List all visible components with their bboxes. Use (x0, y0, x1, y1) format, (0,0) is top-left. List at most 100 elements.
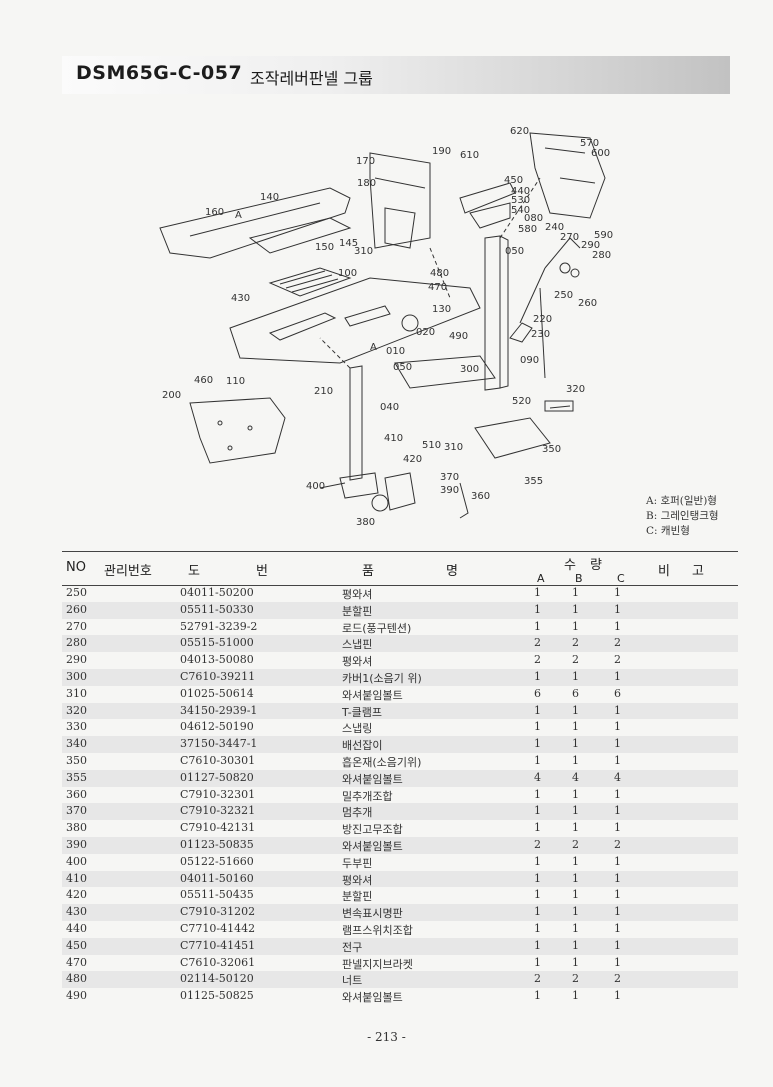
part-number: 04612-50190 (180, 720, 254, 734)
qty-a: 1 (534, 753, 541, 767)
row-no: 370 (66, 804, 87, 818)
row-no: 470 (66, 955, 87, 969)
qty-b: 1 (572, 753, 579, 767)
qty-a: 1 (534, 787, 541, 801)
qty-a: 1 (534, 586, 541, 599)
qty-b: 1 (572, 938, 579, 952)
row-no: 340 (66, 737, 87, 751)
row-no: 260 (66, 602, 87, 616)
header-remark-2: 고 (692, 564, 704, 579)
part-number: C7910-32321 (180, 804, 256, 818)
part-number: C7610-39211 (180, 669, 256, 683)
qty-a: 6 (534, 686, 541, 700)
qty-b: 1 (572, 669, 579, 683)
qty-a: 1 (534, 821, 541, 835)
qty-b: 2 (572, 837, 579, 851)
callout-label: 540 (511, 205, 531, 216)
qty-c: 1 (614, 737, 621, 751)
header-drawing-1: 도 (188, 564, 200, 579)
qty-c: 1 (614, 871, 621, 885)
part-number: 05122-51660 (180, 854, 254, 868)
qty-b: 1 (572, 804, 579, 818)
callout-label: 090 (520, 355, 540, 366)
callout-label: 210 (314, 386, 334, 397)
part-name: 스냅핀 (342, 638, 373, 652)
qty-c: 2 (614, 972, 621, 986)
callout-label: 130 (432, 304, 452, 315)
callout-label: 110 (226, 376, 246, 387)
qty-b: 1 (572, 720, 579, 734)
part-name: 평와셔 (342, 588, 373, 601)
callout-label: 580 (518, 224, 538, 235)
qty-b: 1 (572, 703, 579, 717)
qty-a: 1 (534, 737, 541, 751)
callout-label: 460 (194, 375, 214, 386)
row-no: 380 (66, 821, 87, 835)
header-qty-2: 량 (590, 558, 602, 573)
qty-c: 2 (614, 837, 621, 851)
callout-label: 410 (384, 433, 404, 444)
part-name: 와셔붙임볼트 (342, 991, 403, 1005)
qty-b: 1 (572, 586, 579, 599)
qty-a: 1 (534, 938, 541, 952)
document-code: DSM65G-C-057 (76, 62, 243, 84)
part-name: 스냅링 (342, 722, 373, 736)
callout-label: 240 (545, 222, 565, 233)
part-number: C7910-31202 (180, 905, 256, 919)
callout-label: 020 (416, 327, 436, 338)
header-name-1: 품 (362, 564, 374, 579)
callout-label: 310 (354, 246, 374, 257)
legend-item: A: 호퍼(일반)형 (646, 495, 717, 507)
row-no: 360 (66, 787, 87, 801)
legend-item: B: 그레인탱크형 (646, 510, 719, 522)
header-name-2: 명 (446, 564, 458, 579)
qty-a: 1 (534, 804, 541, 818)
qty-b: 4 (572, 770, 579, 784)
part-name: 멈추개 (342, 806, 373, 820)
part-number: 05511-50330 (180, 602, 254, 616)
type-legend: A: 호퍼(일반)형 B: 그레인탱크형 C: 캐빈형 (646, 494, 719, 539)
callout-label: 380 (356, 517, 376, 528)
header-remark-1: 비 (658, 564, 670, 579)
qty-b: 1 (572, 955, 579, 969)
row-no: 300 (66, 669, 87, 683)
callout-label: 390 (440, 485, 460, 496)
qty-c: 1 (614, 854, 621, 868)
qty-b: 2 (572, 653, 579, 667)
qty-a: 2 (534, 972, 541, 986)
row-no: 290 (66, 653, 87, 667)
callout-label: 145 (339, 238, 359, 249)
part-name: 전구 (342, 940, 363, 954)
callout-label: 420 (403, 454, 423, 465)
qty-a: 1 (534, 905, 541, 919)
row-no: 480 (66, 972, 87, 986)
qty-b: 6 (572, 686, 579, 700)
qty-b: 1 (572, 905, 579, 919)
page-title: 조작레버판넬 그룹 (250, 69, 373, 88)
callout-label: 520 (512, 396, 532, 407)
qty-b: 1 (572, 787, 579, 801)
qty-c: 4 (614, 770, 621, 784)
qty-a: 1 (534, 871, 541, 885)
header-qty-1: 수 (564, 558, 576, 573)
qty-b: 1 (572, 989, 579, 1003)
callout-label: 450 (504, 175, 524, 186)
qty-a: 2 (534, 636, 541, 650)
qty-a: 1 (534, 720, 541, 734)
page-number: - 213 - (367, 1030, 406, 1044)
qty-c: 1 (614, 619, 621, 633)
